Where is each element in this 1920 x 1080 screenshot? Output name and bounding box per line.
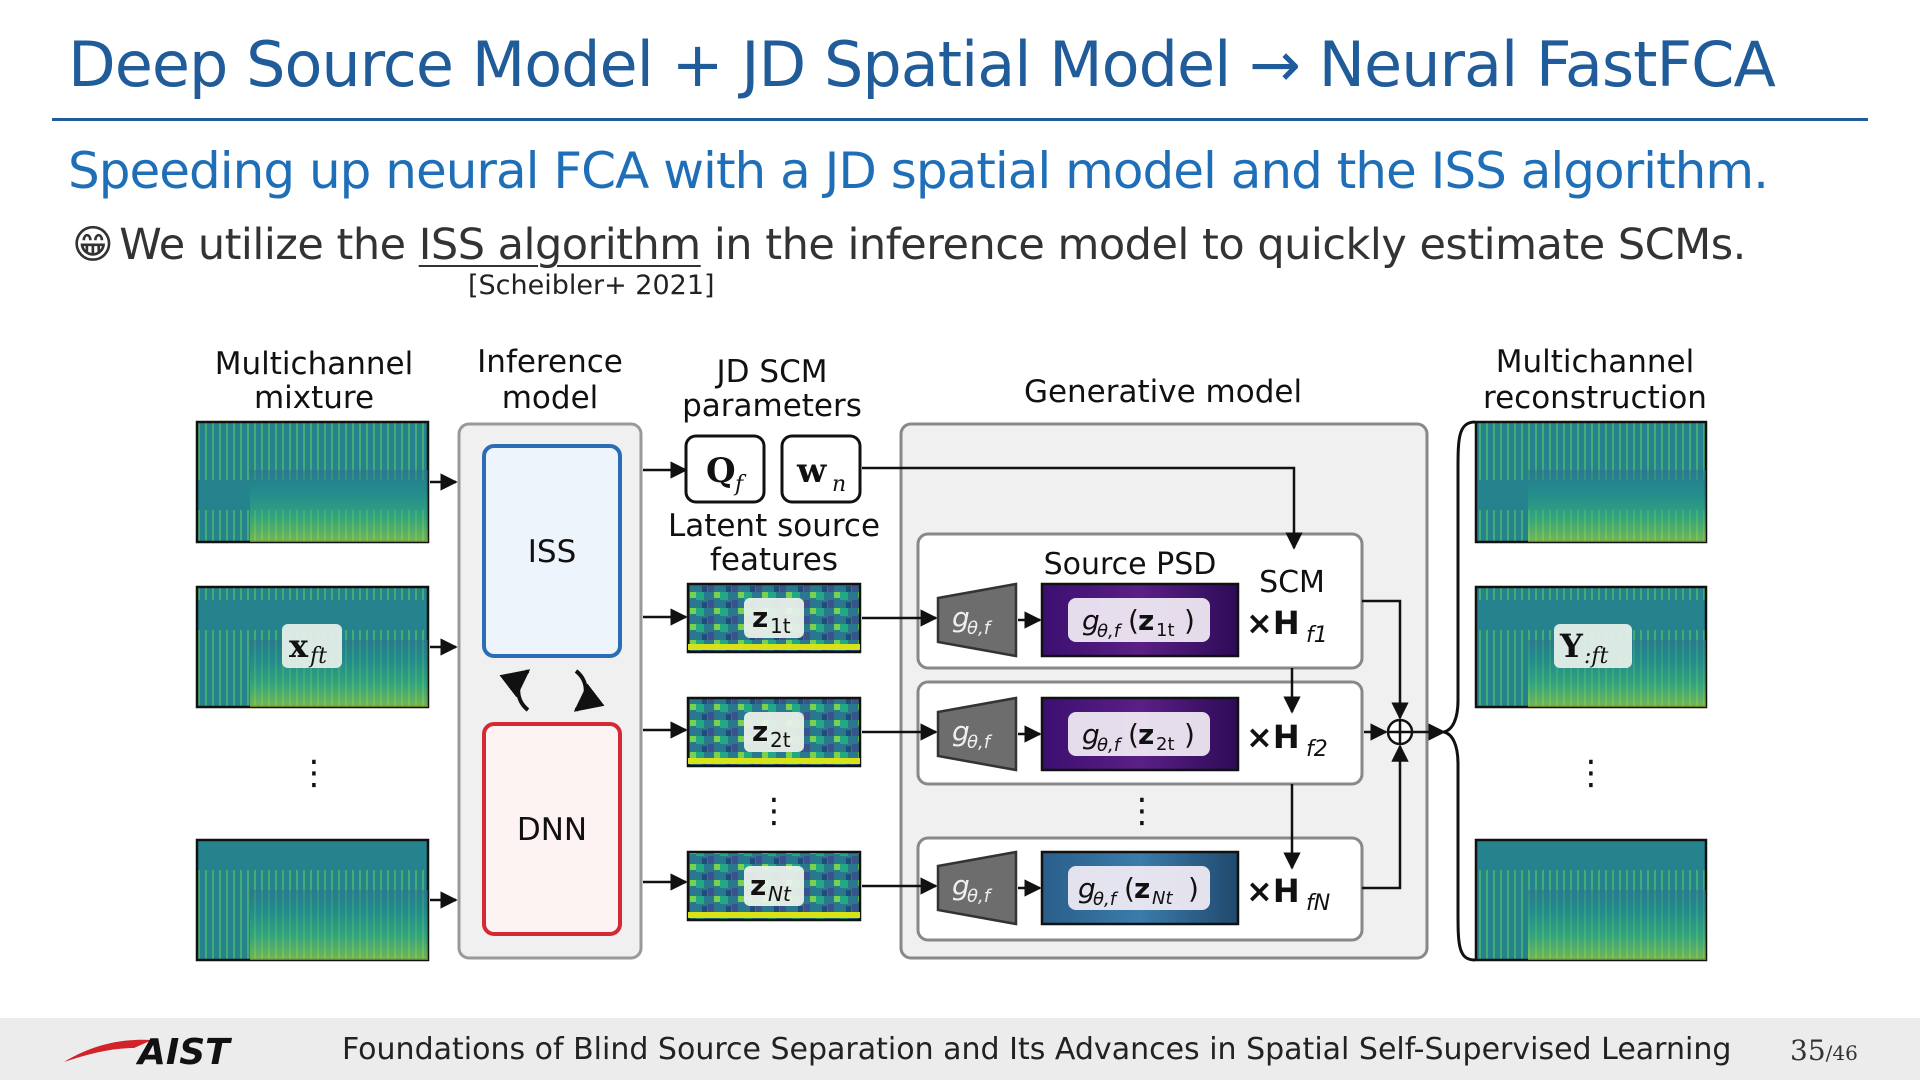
z2-symbol: z [752,715,768,748]
page-current: 35 [1790,1034,1826,1067]
decoder-2 [936,696,1018,772]
h2-subscript: f2 [1306,737,1328,762]
decoder-n [936,850,1018,926]
latent-label-1: Latent source [668,508,880,544]
aist-logo: AIST [64,1032,232,1073]
psd-z-2: z [1138,718,1154,751]
grin-emoji-icon: 😁 [72,222,114,268]
h1-subscript: f1 [1306,623,1328,648]
decoder-g-sub-2: θ,f [967,732,993,753]
decoder-g-n: g [952,869,970,902]
iterate-cycle-icon [499,669,605,712]
times-hn: ×H [1246,872,1300,910]
svg-text:(: ( [1124,872,1135,905]
generative-vdots: ⋮ [1125,791,1159,831]
hn-subscript: fN [1306,891,1330,916]
citation: [Scheibler+ 2021] [468,270,715,301]
mixture-vdots: ⋮ [297,753,331,793]
source-psd-label: Source PSD [1044,547,1217,582]
aist-logo-text: AIST [135,1032,232,1073]
inference-label-1: Inference [477,344,623,380]
page-total: /46 [1825,1041,1858,1065]
latent-vdots: ⋮ [757,791,791,831]
y-subscript: :ft [1584,644,1609,669]
svg-text:): ) [1188,872,1199,905]
times-h2: ×H [1246,718,1300,756]
psd-g-sub-n: θ,f [1093,889,1119,910]
svg-text:): ) [1184,604,1195,637]
x-ft-subscript: ft [308,644,327,669]
psd-g-sub-2: θ,f [1097,735,1123,756]
dnn-block [482,722,622,936]
q-symbol: Q [706,451,736,491]
inference-label-2: model [502,380,599,416]
sum-node-icon [1386,718,1414,746]
q-f-box [684,434,766,504]
w-n-box [780,434,862,504]
decoder-g-2: g [952,715,970,748]
times-h1: ×H [1246,604,1300,642]
zn-subscript: Nt [768,882,792,906]
bullet-text-pre: We utilize the [119,220,419,270]
recon-vdots: ⋮ [1574,753,1608,793]
x-ft-symbol: x [289,627,309,665]
iss-label: ISS [528,534,577,570]
neural-fastfca-diagram: Multichannel mixture Inference model JD … [195,344,1708,962]
svg-text:(: ( [1128,604,1139,637]
psd-z-1: z [1138,604,1154,637]
footer-text: Foundations of Blind Source Separation a… [342,1032,1732,1067]
z2-subscript: 2t [770,728,791,752]
bullet-line: 😁 We utilize the ISS algorithm in the in… [72,220,1746,270]
page-number: 35/46 [1790,1034,1858,1067]
psd-z-sub-2: 2t [1156,734,1175,755]
psd-g-2: g [1082,718,1100,751]
psd-g-1: g [1082,604,1100,637]
psd-z-sub-n: Nt [1152,888,1173,909]
zn-symbol: z [750,869,766,902]
svg-text:(: ( [1128,718,1139,751]
iss-block [482,444,622,658]
psd-g-n: g [1078,872,1096,905]
mixture-label-2: mixture [254,380,374,416]
slide-title: Deep Source Model + JD Spatial Model → N… [68,28,1776,101]
psd-z-sub-1: 1t [1156,620,1175,641]
jdscm-label-1: JD SCM [715,354,828,390]
jdscm-label-2: parameters [682,388,862,424]
footer-bar [0,1018,1920,1080]
recon-label-1: Multichannel [1496,344,1694,380]
decoder-g-sub-n: θ,f [967,886,993,907]
scm-label: SCM [1259,565,1325,600]
latent-label-2: features [710,542,838,578]
bullet-text-post: in the inference model to quickly estima… [700,220,1747,270]
decoder-blocks [936,582,1018,926]
y-symbol: Y [1559,627,1584,665]
w-symbol: w [796,451,827,491]
z1-symbol: z [752,601,768,634]
iss-algorithm-link[interactable]: ISS algorithm [418,220,701,270]
z1-subscript: 1t [770,614,791,638]
decoder-g-sub-1: θ,f [967,618,993,639]
decoder-1 [936,582,1018,658]
dnn-label: DNN [517,812,587,848]
recon-label-2: reconstruction [1483,380,1707,416]
output-brace [1443,420,1476,962]
mixture-label-1: Multichannel [215,346,413,382]
slide-subtitle: Speeding up neural FCA with a JD spatial… [68,142,1769,200]
svg-text:): ) [1184,718,1195,751]
generative-label: Generative model [1024,374,1302,410]
psd-g-sub-1: θ,f [1097,621,1123,642]
title-divider [52,118,1868,121]
decoder-g-1: g [952,601,970,634]
psd-z-n: z [1134,872,1150,905]
w-subscript: n [832,472,846,497]
